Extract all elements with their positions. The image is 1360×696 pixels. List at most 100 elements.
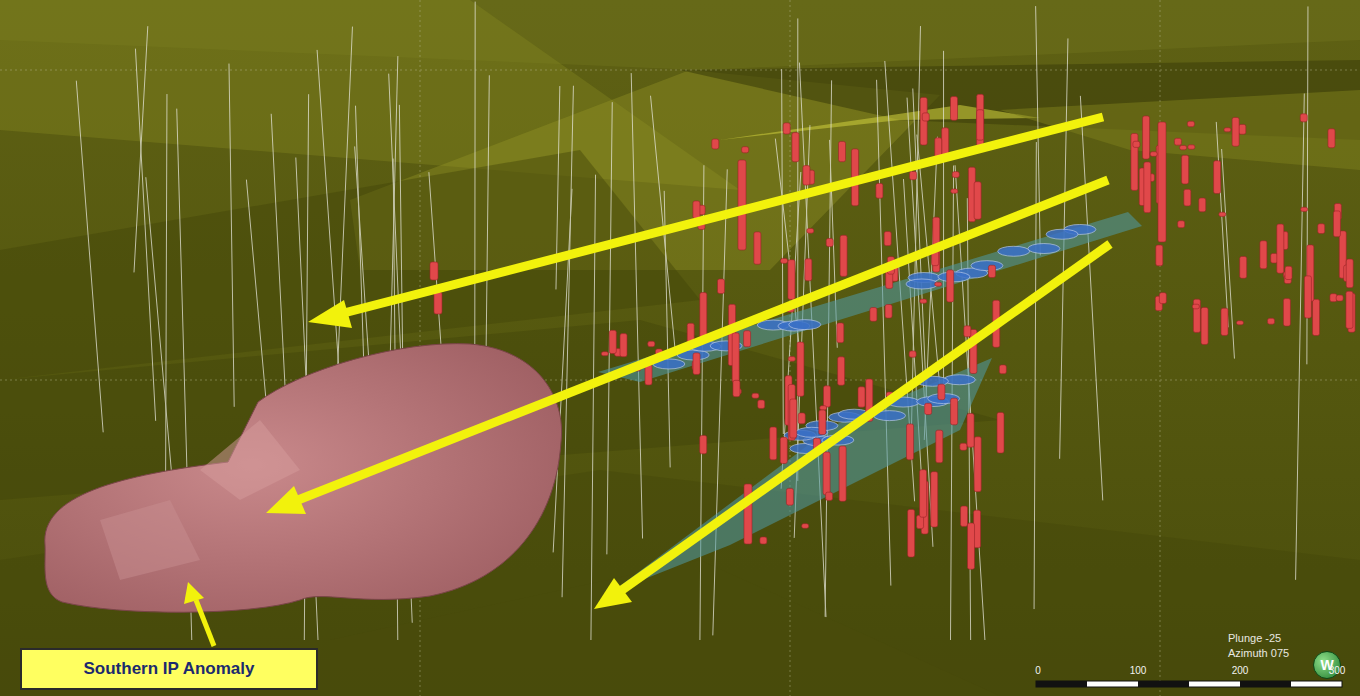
assay-interval <box>1239 124 1246 134</box>
assay-interval <box>700 293 707 339</box>
assay-interval <box>837 323 844 343</box>
assay-interval <box>770 427 777 460</box>
assay-interval <box>838 357 845 385</box>
assay-interval <box>920 470 927 518</box>
assay-interval <box>788 260 795 300</box>
assay-interval <box>645 365 652 385</box>
vein-intercept <box>971 261 1003 271</box>
assay-interval <box>797 342 804 396</box>
drill-hole <box>651 96 675 348</box>
assay-interval <box>802 524 809 529</box>
assay-interval <box>826 239 833 247</box>
assay-interval <box>947 270 954 302</box>
vein-planes <box>598 212 1142 592</box>
assay-interval <box>908 509 915 557</box>
assay-interval <box>951 97 958 121</box>
drill-hole <box>553 189 572 553</box>
assay-interval <box>951 398 958 425</box>
drill-hole <box>825 80 831 616</box>
assay-interval <box>712 139 719 149</box>
assay-interval <box>1300 114 1307 122</box>
assay-interval <box>961 506 968 526</box>
assay-interval <box>1285 266 1292 279</box>
assay-interval <box>781 258 788 263</box>
vein-intercepts <box>653 224 1096 453</box>
vein-intercept <box>1028 244 1060 254</box>
assay-interval <box>648 341 655 346</box>
assay-interval <box>1240 256 1247 278</box>
assay-interval <box>1232 117 1239 146</box>
assay-interval <box>820 406 827 410</box>
assay-interval <box>1224 128 1231 132</box>
assay-interval <box>1328 129 1335 148</box>
assay-interval <box>788 357 795 362</box>
assay-interval <box>922 113 929 121</box>
assay-interval <box>839 446 846 501</box>
assay-interval <box>1336 295 1343 301</box>
assay-interval <box>1214 161 1221 194</box>
assay-interval <box>434 292 442 314</box>
assay-interval <box>823 386 830 407</box>
drill-hole <box>797 18 798 481</box>
assay-interval <box>1283 299 1290 327</box>
callout-box: Southern IP Anomaly <box>20 648 318 690</box>
assay-interval <box>1192 304 1199 309</box>
assay-interval <box>952 172 959 178</box>
assay-interval <box>974 182 981 220</box>
assay-interval <box>925 403 932 414</box>
assay-interval <box>1201 307 1208 344</box>
scale-number: 0 <box>1035 665 1041 676</box>
drill-hole <box>713 169 727 635</box>
assay-interval <box>907 424 914 460</box>
assay-interval <box>620 334 627 357</box>
assay-interval <box>754 232 761 264</box>
assay-interval <box>1199 198 1206 212</box>
assay-interval <box>732 333 739 383</box>
assay-interval <box>1313 299 1320 335</box>
assay-interval <box>997 412 1004 453</box>
assay-interval <box>1277 224 1284 273</box>
assay-interval <box>744 331 751 347</box>
assay-interval <box>780 437 787 463</box>
vein-intercept <box>906 279 938 289</box>
assay-interval <box>1236 321 1243 325</box>
scale-bar <box>1036 681 1342 687</box>
drill-hole <box>486 75 489 368</box>
assay-interval <box>1260 241 1267 269</box>
ip-anomaly-facet <box>100 500 200 580</box>
assay-interval <box>1221 308 1228 335</box>
assay-interval <box>1150 152 1157 157</box>
assay-interval <box>1159 293 1166 304</box>
assay-interval <box>823 452 830 495</box>
assay-interval <box>964 326 971 337</box>
assay-interval <box>942 128 949 156</box>
assay-interval <box>1301 207 1308 211</box>
vein-intercept <box>789 320 821 330</box>
assay-interval <box>1187 121 1194 126</box>
assay-interval <box>1178 221 1185 228</box>
assay-interval <box>430 262 438 280</box>
assay-interval <box>1144 162 1151 213</box>
scale-number: 300 <box>1329 665 1346 676</box>
assay-interval <box>798 413 805 424</box>
assay-interval <box>609 330 616 353</box>
assay-interval <box>1219 212 1226 216</box>
vein-intercept <box>998 246 1030 256</box>
assay-interval <box>1318 224 1325 234</box>
assay-interval <box>988 265 995 277</box>
drill-hole <box>229 64 234 407</box>
vein-intercept <box>1046 229 1078 239</box>
assay-interval <box>1180 145 1187 149</box>
drill-hole <box>607 102 612 554</box>
assay-interval <box>1143 116 1150 159</box>
assay-interval <box>884 232 891 246</box>
assay-interval <box>967 413 974 447</box>
assay-interval <box>1156 245 1163 266</box>
assay-interval <box>999 365 1006 374</box>
drill-hole <box>1296 94 1305 580</box>
assay-interval <box>858 387 865 407</box>
assay-interval <box>938 384 945 399</box>
assay-interval <box>931 472 938 527</box>
